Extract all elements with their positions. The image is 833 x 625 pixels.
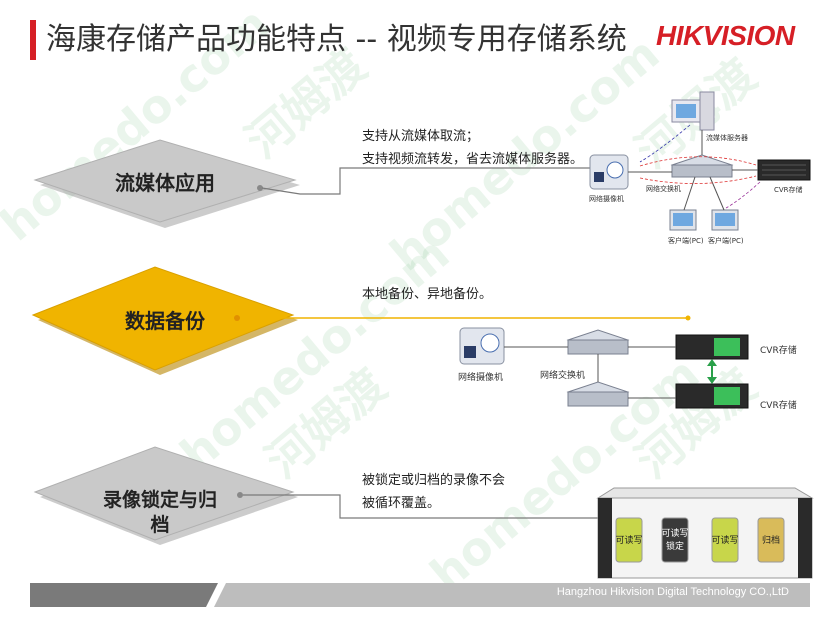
disk-label-4: 归档 xyxy=(761,536,780,546)
switch-label-top: 网络交换机 xyxy=(646,185,681,193)
lock-note-1: 被锁定或归档的录像不会 xyxy=(362,473,506,488)
streaming-diagram xyxy=(589,91,811,231)
lock-label-line2: 档 xyxy=(150,514,170,536)
disk-label-1: 可读写 xyxy=(615,536,643,546)
lock-note-2: 被循环覆盖。 xyxy=(362,496,441,511)
disk-label-3: 可读写 xyxy=(711,536,739,546)
disk-label-2: 可读写 锁定 xyxy=(661,529,689,552)
storage2-label: CVR存储 xyxy=(760,401,797,411)
camera-label-mid: 网络摄像机 xyxy=(458,373,504,383)
storage-label-top: CVR存储 xyxy=(774,186,803,194)
streaming-note-2: 支持视频流转发，省去流媒体服务器。 xyxy=(362,152,584,167)
camera-label-top: 网络摄像机 xyxy=(589,195,624,203)
storage1-label: CVR存储 xyxy=(760,346,797,356)
backup-note: 本地备份、异地备份。 xyxy=(362,287,493,302)
title-accent-bar xyxy=(30,20,36,60)
backup-label: 数据备份 xyxy=(125,309,205,333)
storage-chassis xyxy=(596,487,814,579)
page-title: 海康存储产品功能特点 -- 视频专用存储系统 xyxy=(46,22,627,57)
lock-label-line1: 录像锁定与归 xyxy=(102,489,217,511)
client1-label: 客户端(PC) xyxy=(668,237,704,245)
footer-company: Hangzhou Hikvision Digital Technology CO… xyxy=(556,586,789,598)
client2-label: 客户端(PC) xyxy=(708,237,744,245)
switch-label-mid: 网络交换机 xyxy=(540,371,586,381)
backup-diagram xyxy=(459,327,749,409)
streaming-label: 流媒体应用 xyxy=(115,171,215,195)
streaming-note-1: 支持从流媒体取流； xyxy=(362,129,480,144)
hikvision-logo: HIKVISION xyxy=(656,20,795,51)
server-label: 流媒体服务器 xyxy=(706,134,748,142)
